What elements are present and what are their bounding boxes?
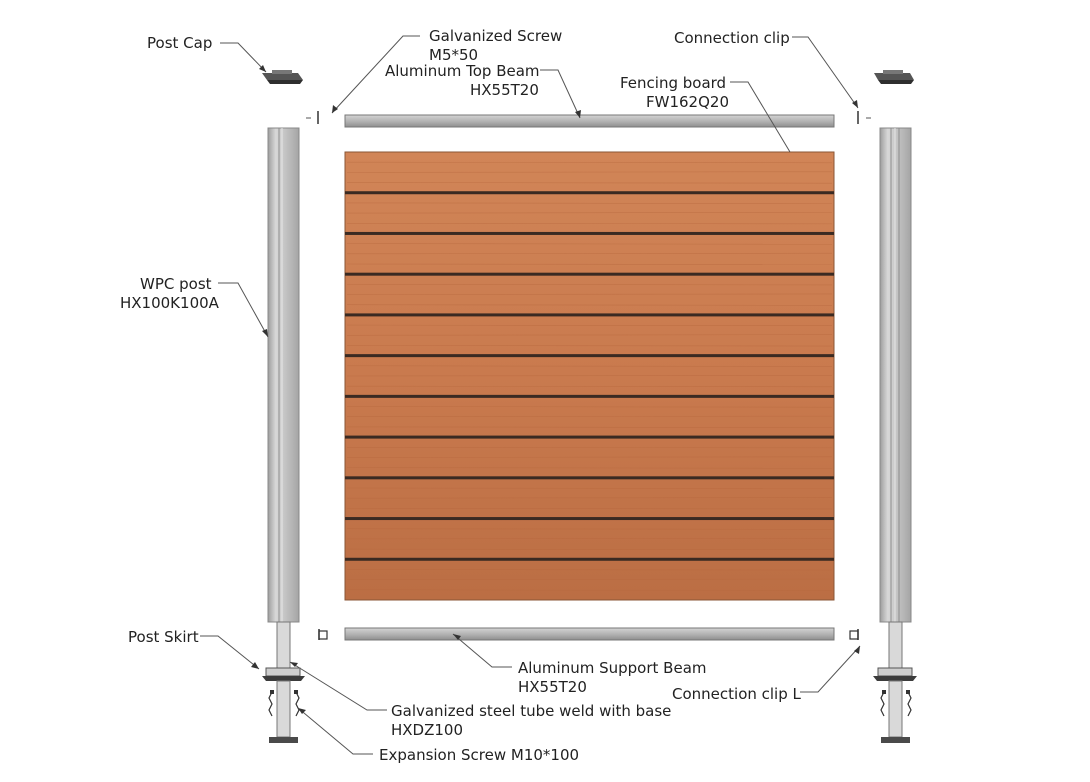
board-grain-line <box>346 406 833 408</box>
board-grain-line <box>346 212 833 214</box>
board-grain-line <box>346 334 833 336</box>
connection-clip-top-left <box>306 111 319 124</box>
board-groove <box>345 517 834 521</box>
board-grain-line <box>346 365 833 367</box>
aluminum-support-beam <box>344 627 835 641</box>
board-groove <box>345 313 834 317</box>
board-grain-line <box>346 569 833 571</box>
board-grain-line <box>346 324 833 326</box>
label-aluminum-support-beam-code: HX55T20 <box>518 678 587 696</box>
label-connection-clip-l: Connection clip L <box>672 685 801 703</box>
board-grain-line <box>346 222 833 225</box>
board-grain-line <box>346 385 833 388</box>
steel-tube-base-right <box>873 621 917 743</box>
leader-lines <box>200 35 861 755</box>
board-grain-line <box>346 456 833 458</box>
wpc-post-right <box>879 127 912 623</box>
label-wpc-post-code: HX100K100A <box>120 294 219 312</box>
board-groove <box>345 231 834 235</box>
board-grain-line <box>346 538 833 540</box>
board-grain-line <box>346 293 833 295</box>
board-grain-line <box>346 426 833 428</box>
board-grain-line <box>346 497 833 499</box>
board-grain-line <box>346 375 833 377</box>
label-fencing-board: Fencing board <box>620 74 727 92</box>
board-grain-line <box>346 202 833 204</box>
label-expansion-screw: Expansion Screw M10*100 <box>379 746 580 764</box>
board-grain-line <box>346 304 833 306</box>
board-grain-line <box>346 487 833 489</box>
post-cap-left <box>262 70 303 84</box>
connection-clip-l-left <box>318 629 328 640</box>
board-groove <box>345 394 834 398</box>
label-wpc-post: WPC post <box>140 275 212 293</box>
label-aluminum-support-beam: Aluminum Support Beam <box>518 659 707 677</box>
board-grain-line <box>346 467 833 469</box>
connection-clip-top-right <box>857 111 871 124</box>
label-aluminum-top-beam: Aluminum Top Beam <box>385 62 540 80</box>
label-galvanized-steel-tube: Galvanized steel tube weld with base <box>391 702 672 720</box>
steel-tube-base-left <box>262 621 305 743</box>
wpc-post-left <box>267 127 300 623</box>
board-groove <box>345 435 834 439</box>
board-grain-line <box>346 161 833 164</box>
board-grain-line <box>346 252 833 255</box>
board-grain-line <box>346 345 833 347</box>
board-grain-line <box>346 171 833 173</box>
board-groove <box>345 557 834 561</box>
label-post-skirt: Post Skirt <box>128 628 199 646</box>
label-fencing-board-code: FW162Q20 <box>646 93 729 111</box>
connection-clip-l-right <box>849 629 859 640</box>
label-galvanized-steel-tube-code: HXDZ100 <box>391 721 464 739</box>
board-grain-line <box>346 508 833 510</box>
board-grain-line <box>346 589 833 591</box>
label-galvanized-screw: Galvanized Screw <box>429 27 563 45</box>
board-grain-line <box>346 415 833 418</box>
aluminum-top-beam <box>344 114 835 128</box>
label-aluminum-top-beam-code: HX55T20 <box>470 81 539 99</box>
board-grain-line <box>346 243 833 245</box>
board-grain-line <box>346 263 833 265</box>
label-connection-clip: Connection clip <box>674 29 790 47</box>
board-grain-line <box>346 578 833 580</box>
label-post-cap: Post Cap <box>147 34 213 52</box>
board-grain-line <box>346 446 833 449</box>
board-groove <box>345 272 834 276</box>
board-groove <box>345 354 834 358</box>
board-grain-line <box>346 182 833 184</box>
board-grain-line <box>346 548 833 550</box>
fencing-board-panel <box>344 151 835 601</box>
post-cap-right <box>874 70 914 84</box>
board-grain-line <box>346 284 833 286</box>
board-grain-line <box>346 528 833 530</box>
board-groove <box>345 476 834 480</box>
board-groove <box>345 191 834 195</box>
label-galvanized-screw-code: M5*50 <box>429 46 479 64</box>
